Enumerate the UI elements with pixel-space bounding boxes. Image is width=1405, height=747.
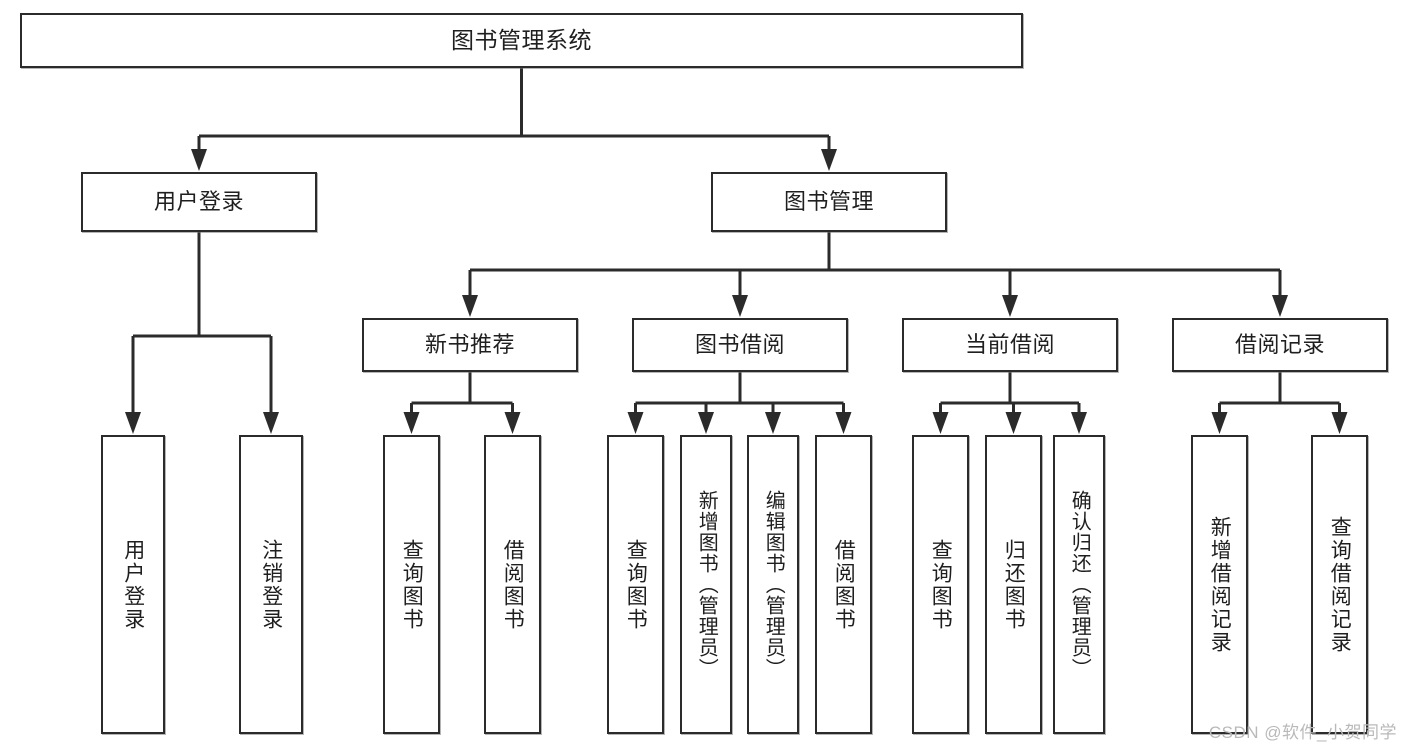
node-label: 当前借阅 xyxy=(964,332,1055,358)
node-label: 图书借阅 xyxy=(694,332,785,358)
node-leaf-query-borrow-record[interactable]: 查询借阅记录 xyxy=(1311,435,1368,734)
node-label: 图书管理 xyxy=(783,189,874,215)
node-label: 查询图书 xyxy=(400,538,424,631)
node-label: 用户登录 xyxy=(121,538,145,631)
node-leaf-borrow-book-recommend[interactable]: 借阅图书 xyxy=(484,435,541,734)
node-leaf-query-book-current[interactable]: 查询图书 xyxy=(912,435,969,734)
node-label: 新书推荐 xyxy=(424,332,515,358)
node-label: 图书管理系统 xyxy=(451,26,592,53)
node-label: 借阅图书 xyxy=(501,538,525,631)
node-book-management[interactable]: 图书管理 xyxy=(711,172,947,232)
node-leaf-logout[interactable]: 注销登录 xyxy=(239,435,303,734)
watermark-text: CSDN @软件_小贺同学 xyxy=(1208,723,1397,742)
node-label: 借阅图书 xyxy=(832,538,856,631)
node-leaf-edit-book-admin[interactable]: 编辑图书（管理员） xyxy=(747,435,799,734)
node-leaf-return-book[interactable]: 归还图书 xyxy=(985,435,1042,734)
node-borrow-record[interactable]: 借阅记录 xyxy=(1172,318,1388,372)
node-leaf-user-login[interactable]: 用户登录 xyxy=(101,435,165,734)
node-new-book-recommend[interactable]: 新书推荐 xyxy=(362,318,578,372)
node-label: 确认归还（管理员） xyxy=(1068,490,1091,679)
node-label: 查询图书 xyxy=(624,538,648,631)
node-label: 查询借阅记录 xyxy=(1328,515,1352,654)
node-leaf-add-book-admin[interactable]: 新增图书（管理员） xyxy=(680,435,732,734)
node-leaf-confirm-return-admin[interactable]: 确认归还（管理员） xyxy=(1053,435,1105,734)
node-label: 新增借阅记录 xyxy=(1208,515,1232,654)
node-label: 编辑图书（管理员） xyxy=(762,490,785,679)
node-current-borrow[interactable]: 当前借阅 xyxy=(902,318,1118,372)
node-label: 新增图书（管理员） xyxy=(695,490,718,679)
node-leaf-query-book-borrow[interactable]: 查询图书 xyxy=(607,435,664,734)
node-label: 借阅记录 xyxy=(1234,332,1325,358)
node-label: 归还图书 xyxy=(1002,538,1026,631)
node-book-borrow[interactable]: 图书借阅 xyxy=(632,318,848,372)
node-leaf-query-book-recommend[interactable]: 查询图书 xyxy=(383,435,440,734)
node-leaf-borrow-book[interactable]: 借阅图书 xyxy=(815,435,872,734)
node-user-login[interactable]: 用户登录 xyxy=(81,172,317,232)
node-label: 用户登录 xyxy=(153,189,244,215)
node-label: 查询图书 xyxy=(929,538,953,631)
node-leaf-add-borrow-record[interactable]: 新增借阅记录 xyxy=(1191,435,1248,734)
node-label: 注销登录 xyxy=(259,538,283,631)
node-root-system[interactable]: 图书管理系统 xyxy=(20,13,1023,68)
